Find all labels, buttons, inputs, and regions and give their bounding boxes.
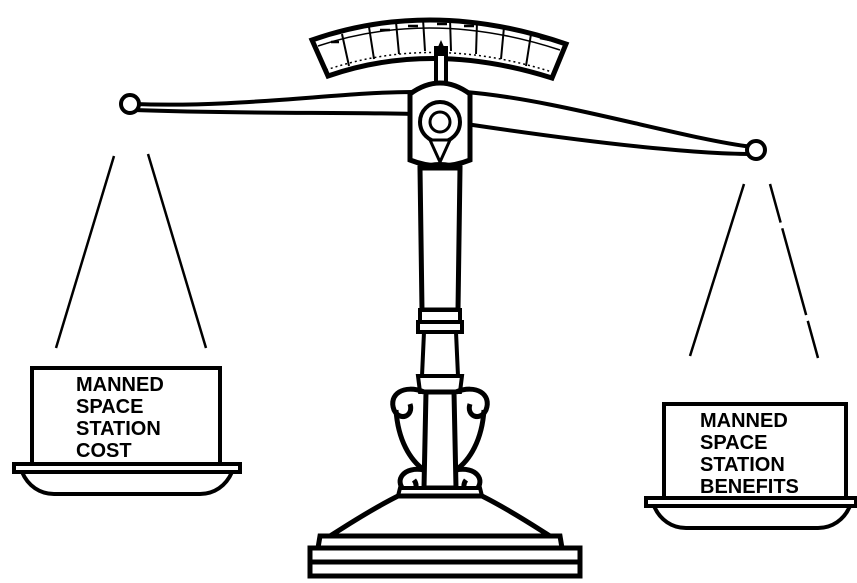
right-pan-line-2: SPACE (700, 432, 767, 454)
right-pan-string-1 (690, 184, 744, 356)
right-pan-dish (654, 506, 850, 528)
left-pan-string-2 (148, 154, 206, 348)
right-pan-string-2 (770, 184, 818, 358)
left-pan-string-1 (56, 156, 114, 348)
right-pan-line-4: BENEFITS (700, 476, 799, 498)
right-pan-line-1: MANNED (700, 410, 788, 432)
left-pan: MANNED SPACE STATION COST (14, 154, 240, 494)
central-column (418, 164, 462, 488)
scale-base (310, 488, 580, 576)
right-pan: MANNED SPACE STATION BENEFITS (646, 184, 856, 528)
left-pan-line-1: MANNED (76, 374, 164, 396)
left-pan-line-2: SPACE (76, 396, 143, 418)
left-pan-line-4: COST (76, 440, 132, 462)
right-pan-line-3: STATION (700, 454, 785, 476)
left-pan-line-3: STATION (76, 418, 161, 440)
pivot-hub (410, 83, 470, 166)
left-pan-dish (22, 472, 232, 494)
